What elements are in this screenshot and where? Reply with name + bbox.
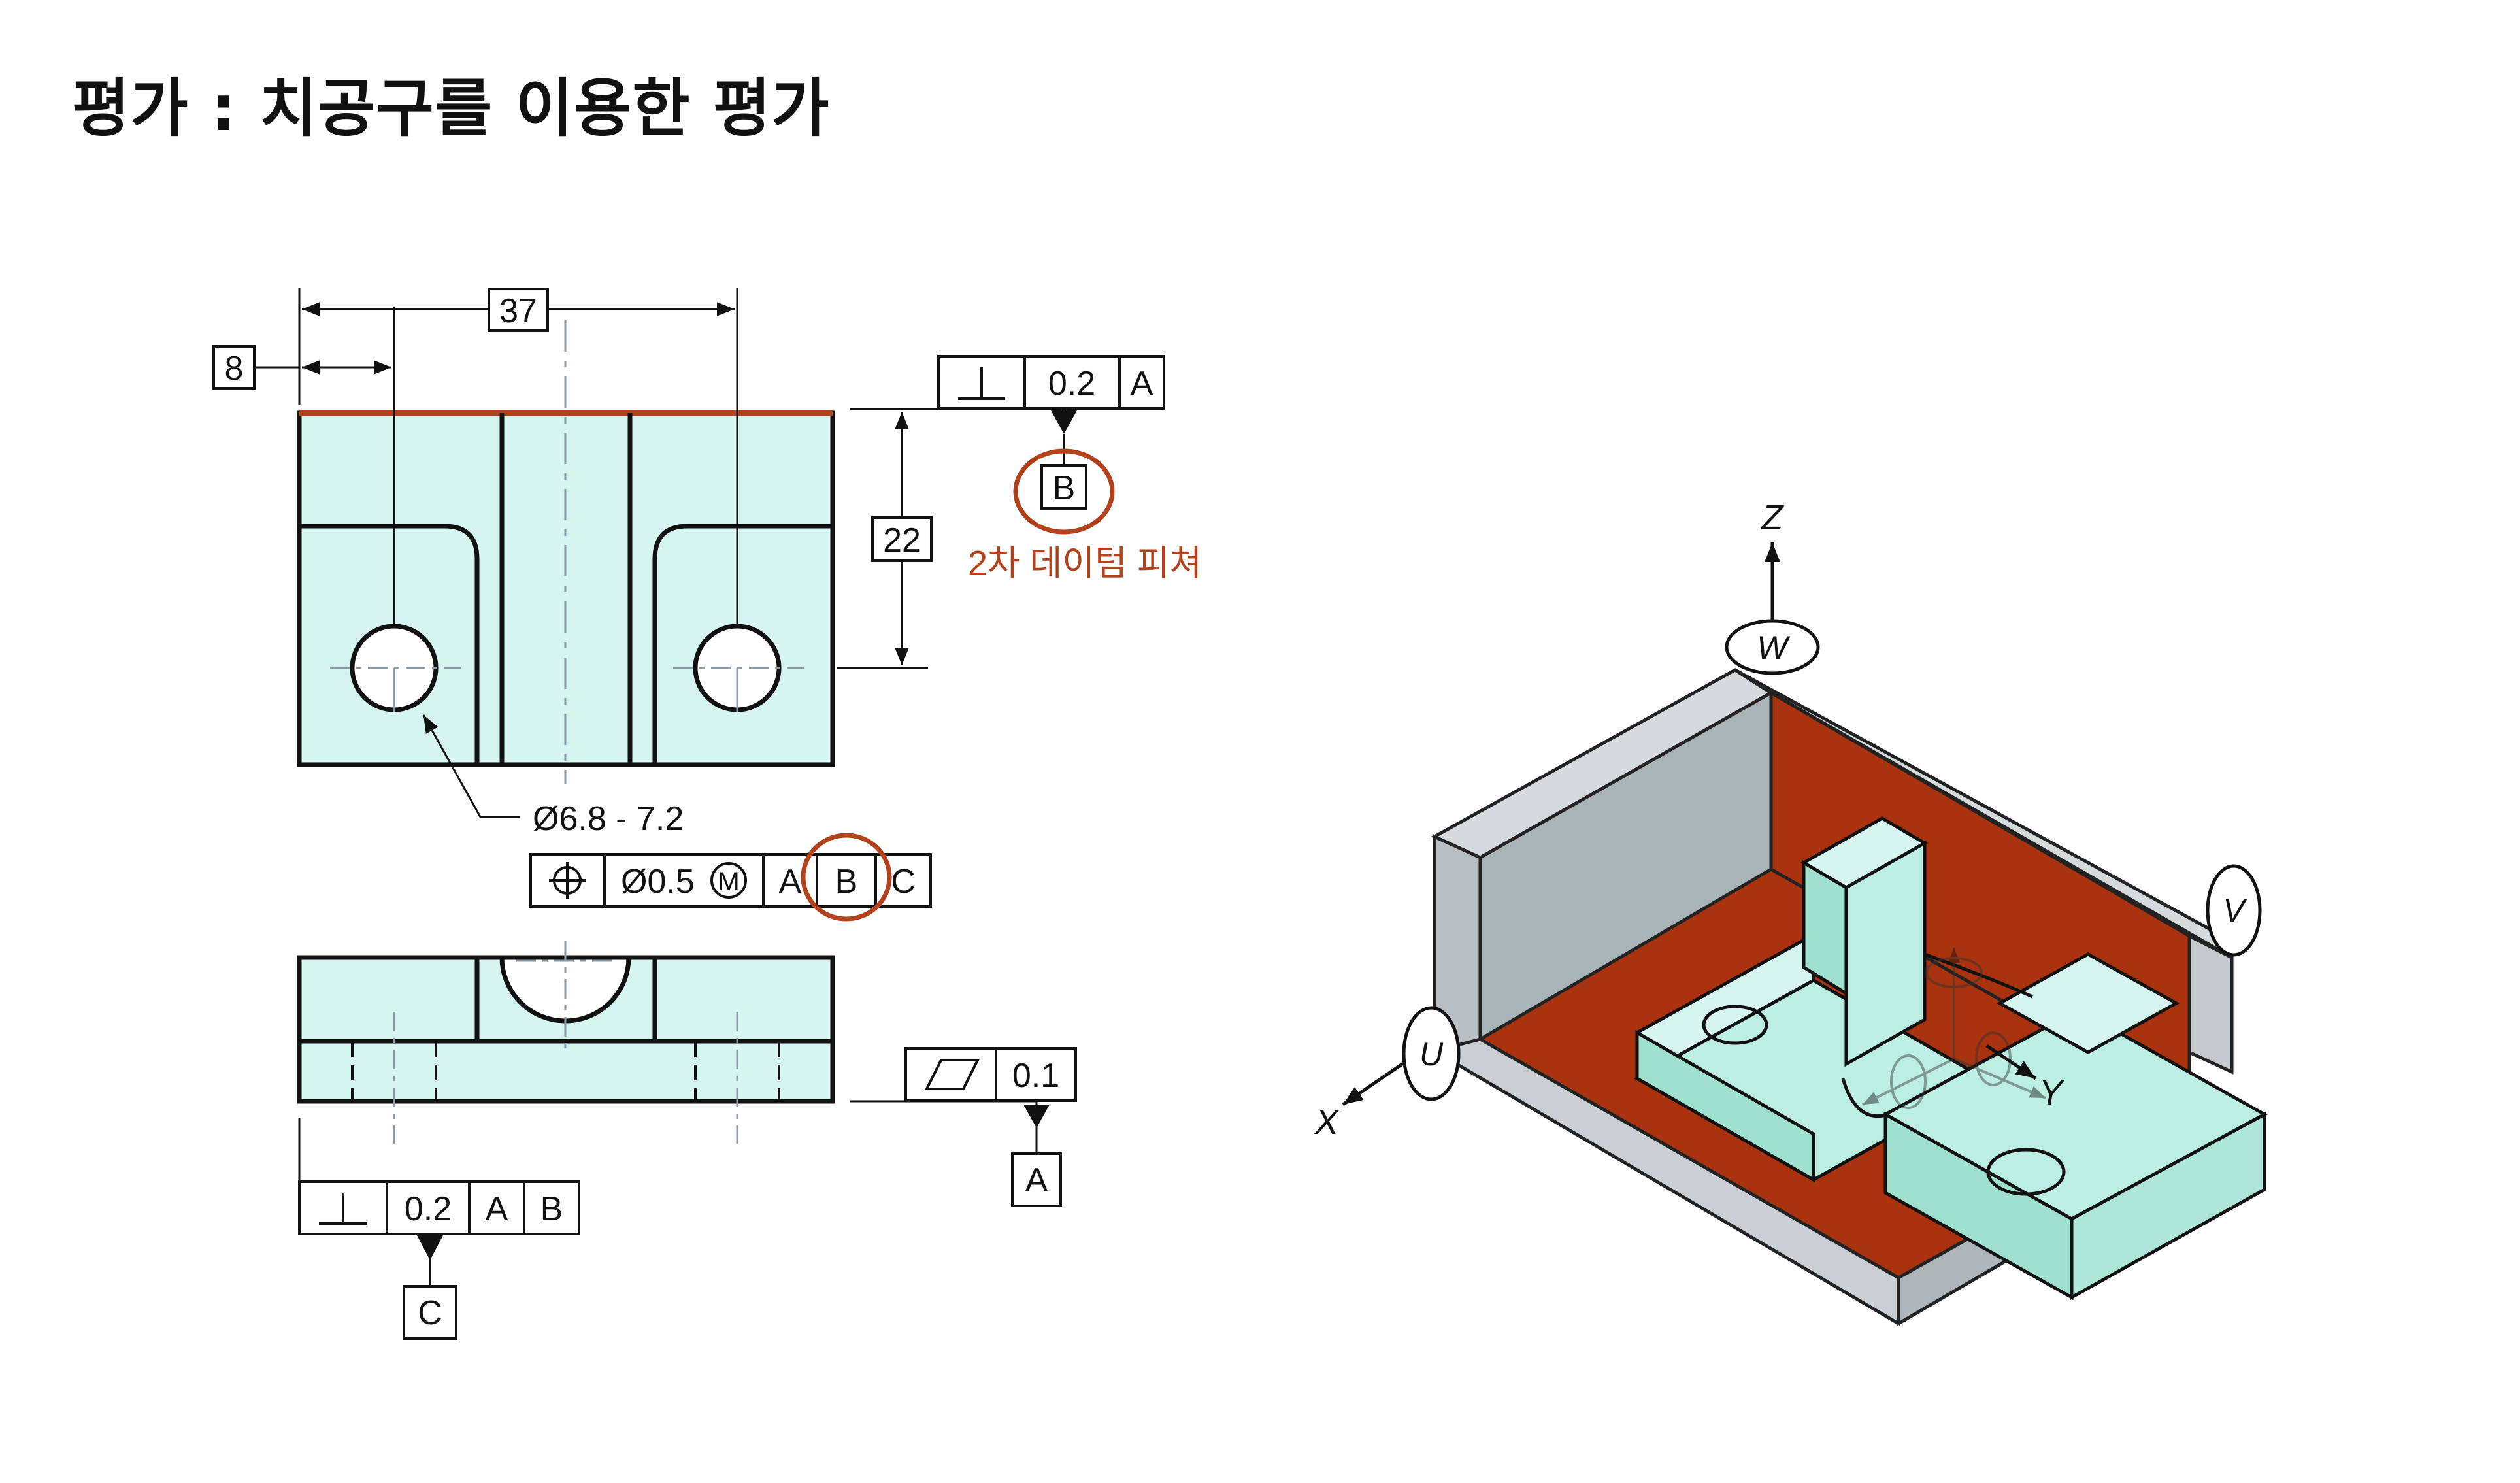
flatness-icon — [924, 1059, 980, 1090]
fixture-axes: Z W X U Y V — [1314, 498, 2262, 1142]
flatness-frame: 0.1 A — [850, 1047, 1077, 1207]
position-datum-a: A — [779, 863, 802, 901]
position-modifier: M — [718, 867, 739, 896]
datum-triangle-c — [417, 1235, 443, 1260]
datum-c-label: C — [418, 1294, 442, 1332]
perp-top-datum: A — [1131, 365, 1153, 403]
dimension-height: 22 — [837, 408, 935, 669]
position-tolerance: Ø0.5 — [621, 863, 695, 901]
hole-diameter-label: Ø6.8 - 7.2 — [533, 800, 684, 838]
front-view — [297, 307, 835, 784]
flatness-tolerance: 0.1 — [1012, 1057, 1059, 1095]
perpendicularity-frame-top: 0.2 A B 2차 데이텀 피쳐 — [850, 355, 1202, 583]
v-rotation-icon — [2206, 864, 2262, 957]
perp-bottom-tolerance: 0.2 — [405, 1190, 452, 1228]
datum-a-label: A — [1025, 1161, 1048, 1199]
dim-height-label: 22 — [883, 522, 921, 559]
w-rotation-icon — [1725, 619, 1820, 675]
u-axis-label: U — [1419, 1036, 1444, 1073]
datum-b-label: B — [1053, 469, 1076, 507]
isometric-fixture: Z W X U Y V — [1314, 498, 2268, 1327]
y-axis-label: Y — [2039, 1073, 2065, 1112]
perpendicularity-frame-bottom: 0.2 A B C — [298, 1118, 580, 1340]
position-icon — [549, 862, 586, 899]
perpendicularity-icon — [958, 367, 1005, 400]
part-axes-faint — [1862, 948, 2046, 1109]
datum-triangle-b — [1051, 410, 1077, 434]
dim-offset-label: 8 — [225, 350, 244, 388]
mmc-modifier-icon — [710, 862, 747, 899]
y-axis — [1985, 1044, 2037, 1080]
hole-diameter-callout: Ø6.8 - 7.2 — [422, 714, 684, 838]
perp-bottom-datum-a: A — [486, 1190, 508, 1228]
perpendicularity-icon-bottom — [319, 1193, 367, 1225]
highlight-circle-b-frame — [801, 833, 892, 922]
position-frame: Ø0.5 M A B C — [529, 833, 932, 922]
w-axis-label: W — [1757, 629, 1791, 666]
u-rotation-icon — [1402, 1006, 1461, 1101]
page-title: 평가 : 치공구를 이용한 평가 — [72, 72, 830, 145]
bottom-view — [297, 941, 835, 1144]
perp-top-tolerance: 0.2 — [1048, 365, 1095, 403]
position-datum-c: C — [891, 863, 916, 901]
x-axis-label: X — [1314, 1103, 1340, 1142]
dim-width-label: 37 — [499, 292, 537, 330]
secondary-datum-note: 2차 데이텀 피쳐 — [968, 544, 1202, 583]
position-datum-b: B — [835, 863, 858, 901]
highlight-circle-b — [1013, 448, 1115, 535]
v-axis-label: V — [2223, 892, 2247, 929]
x-axis — [1342, 1060, 1406, 1107]
dimension-offset: 8 — [212, 345, 391, 390]
z-axis-label: Z — [1761, 498, 1785, 537]
dimension-width: 37 — [298, 288, 738, 405]
datum-triangle-a — [1023, 1105, 1050, 1128]
part-isometric — [1633, 816, 2268, 1301]
perp-bottom-datum-b: B — [540, 1190, 563, 1228]
